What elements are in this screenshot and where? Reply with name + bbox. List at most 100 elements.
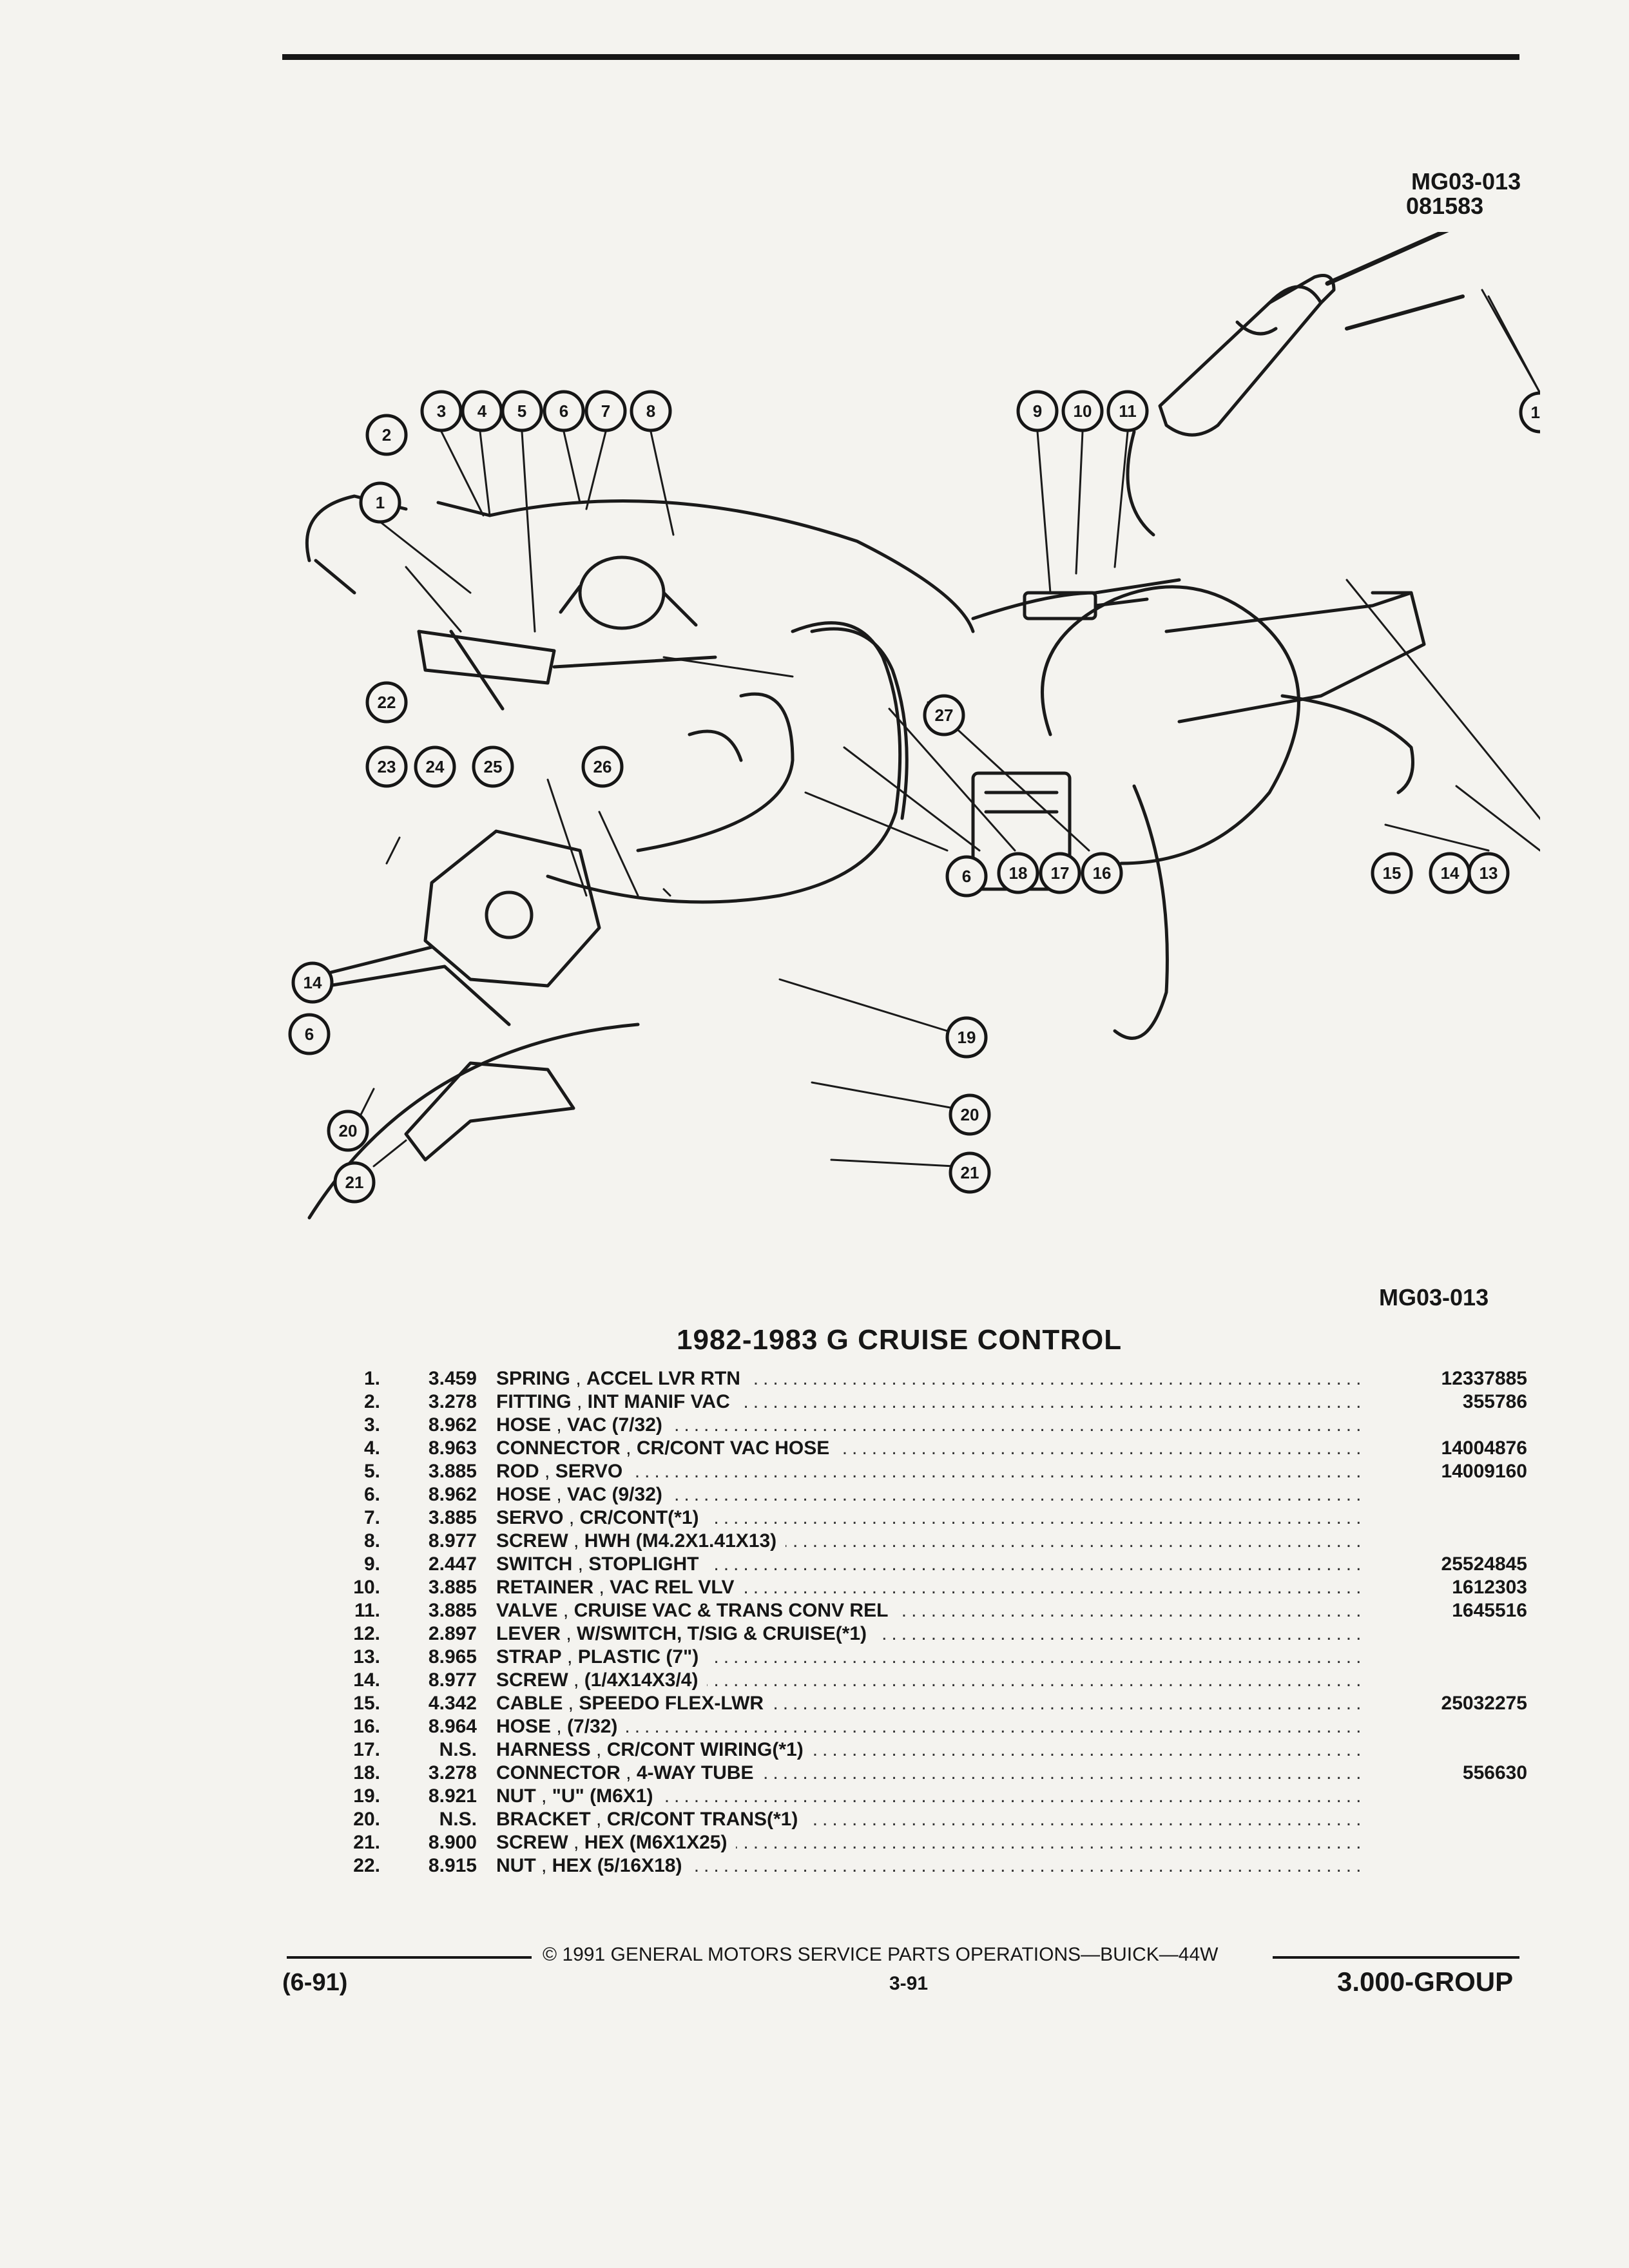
steering-column-drawing <box>1158 285 1323 437</box>
callout-3: 3 <box>420 390 463 432</box>
svg-text:19: 19 <box>958 1028 976 1047</box>
svg-text:21: 21 <box>961 1163 979 1182</box>
svg-text:20: 20 <box>961 1105 979 1124</box>
part-row-3: 3.8.962.................................… <box>363 1414 1366 1436</box>
bracket-drawing <box>404 1061 575 1162</box>
callout-20-left: 20 <box>327 1110 369 1152</box>
svg-text:14: 14 <box>1441 863 1460 883</box>
svg-text:5: 5 <box>517 401 526 421</box>
callout-2: 2 <box>365 414 408 456</box>
svg-text:14: 14 <box>304 973 322 992</box>
svg-text:2: 2 <box>382 425 391 445</box>
svg-text:21: 21 <box>345 1173 364 1192</box>
transmission-drawing <box>1164 591 1426 724</box>
part-row-19: 19.8.921................................… <box>353 1785 1366 1807</box>
svg-text:27: 27 <box>935 706 954 725</box>
parts-list: 1.3.459.................................… <box>335 1367 1527 1878</box>
callout-4: 4 <box>461 390 503 432</box>
callout-23: 23 <box>365 745 408 788</box>
part-row-2: 2.3.278.................................… <box>363 1391 1527 1412</box>
servo-drawing <box>578 555 666 630</box>
svg-text:8: 8 <box>646 401 655 421</box>
callout-7: 7 <box>584 390 627 432</box>
svg-text:13: 13 <box>1480 863 1498 883</box>
part-row-21: 21.8.900................................… <box>353 1832 1366 1853</box>
callout-12: 12 <box>1519 391 1540 434</box>
part-row-22: 22.8.915................................… <box>353 1855 1366 1876</box>
svg-text:7: 7 <box>601 401 610 421</box>
part-row-1: 1.3.459.................................… <box>363 1368 1527 1389</box>
svg-text:6: 6 <box>962 867 971 886</box>
part-row-16: 16.8.964................................… <box>353 1716 1366 1737</box>
callout-21-right: 21 <box>949 1151 991 1194</box>
svg-text:26: 26 <box>593 757 612 776</box>
footer-page-number: 3-91 <box>889 1973 929 1994</box>
callout-6-left: 6 <box>288 1013 331 1055</box>
svg-text:17: 17 <box>1051 863 1070 883</box>
top-rule <box>282 54 1519 60</box>
footer-copyright: © 1991 GENERAL MOTORS SERVICE PARTS OPER… <box>543 1944 1219 1965</box>
svg-text:23: 23 <box>378 757 396 776</box>
callout-27: 27 <box>923 694 965 736</box>
callout-5: 5 <box>501 390 543 432</box>
svg-text:16: 16 <box>1093 863 1112 883</box>
callout-8: 8 <box>630 390 672 432</box>
callout-18: 18 <box>997 852 1039 894</box>
svg-text:6: 6 <box>559 401 568 421</box>
part-row-12: 12.2.897................................… <box>353 1623 1366 1644</box>
svg-text:4: 4 <box>477 401 487 421</box>
footer-rule-left <box>287 1956 532 1959</box>
callout-26: 26 <box>581 745 624 788</box>
callout-13: 13 <box>1467 852 1510 894</box>
part-row-4: 4.8.963.................................… <box>363 1437 1527 1459</box>
cruise-control-diagram: 1 2 3 4 5 6 7 8 9 10 11 12 13 14 15 16 1… <box>288 232 1540 1220</box>
svg-text:3: 3 <box>437 401 446 421</box>
callout-15: 15 <box>1371 852 1413 894</box>
svg-text:10: 10 <box>1074 401 1092 421</box>
footer-group: 3.000-GROUP <box>1337 1966 1514 1997</box>
svg-text:1: 1 <box>376 493 385 512</box>
svg-text:6: 6 <box>305 1024 314 1044</box>
callout-22: 22 <box>365 681 408 724</box>
footer-rule-right <box>1273 1956 1519 1959</box>
svg-text:18: 18 <box>1009 863 1028 883</box>
svg-text:22: 22 <box>378 693 396 712</box>
callout-14-right: 14 <box>1429 852 1471 894</box>
part-row-17: 17.N.S..................................… <box>353 1739 1366 1760</box>
callout-17: 17 <box>1039 852 1081 894</box>
svg-text:9: 9 <box>1033 401 1042 421</box>
part-row-14: 14.8.977................................… <box>353 1669 1366 1691</box>
callout-14-left: 14 <box>291 961 334 1004</box>
part-row-18: 18.3.278................................… <box>353 1762 1527 1783</box>
callout-1: 1 <box>359 481 401 524</box>
callout-21-left: 21 <box>333 1161 376 1204</box>
ref-code-bottom: MG03-013 <box>1379 1284 1489 1311</box>
part-row-7: 7.3.885.................................… <box>363 1507 1366 1528</box>
callout-9: 9 <box>1016 390 1059 432</box>
svg-text:24: 24 <box>426 757 445 776</box>
svg-text:25: 25 <box>484 757 503 776</box>
part-row-6: 6.8.962.................................… <box>363 1484 1366 1505</box>
callout-16: 16 <box>1081 852 1123 894</box>
svg-text:20: 20 <box>339 1121 358 1140</box>
part-row-11: 11.3.885................................… <box>354 1600 1527 1621</box>
part-row-8: 8.8.977.................................… <box>363 1530 1366 1552</box>
part-row-20: 20.N.S..................................… <box>353 1809 1366 1830</box>
callout-11: 11 <box>1106 390 1149 432</box>
callout-19: 19 <box>945 1016 988 1059</box>
footer-date: (6-91) <box>282 1969 348 1996</box>
ref-code-top: MG03-013 <box>1411 168 1521 195</box>
callout-24: 24 <box>414 745 456 788</box>
part-row-9: 9.2.447.................................… <box>363 1553 1527 1575</box>
callout-25: 25 <box>472 745 514 788</box>
svg-text:15: 15 <box>1383 863 1402 883</box>
callout-10: 10 <box>1061 390 1104 432</box>
callout-6-top: 6 <box>543 390 585 432</box>
ref-date-top: 081583 <box>1406 193 1484 219</box>
callout-20-right: 20 <box>949 1093 991 1136</box>
part-row-10: 10.3.885................................… <box>353 1577 1527 1598</box>
part-row-15: 15.4.342................................… <box>353 1693 1527 1714</box>
parts-list-title: 1982-1983 G CRUISE CONTROL <box>677 1324 1123 1356</box>
part-row-13: 13.8.965................................… <box>353 1646 1366 1667</box>
svg-text:11: 11 <box>1119 401 1137 421</box>
